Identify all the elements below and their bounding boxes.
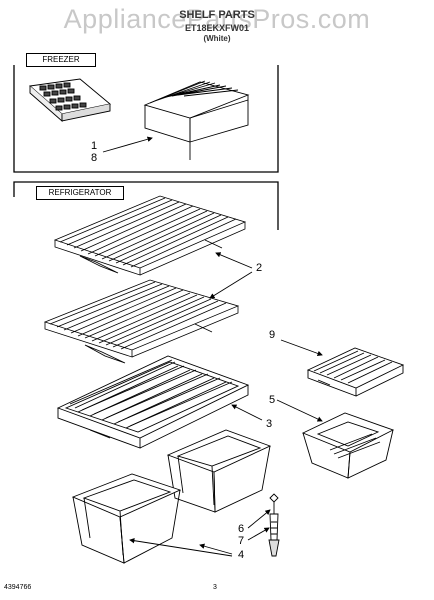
color-note: (White): [203, 34, 231, 43]
section-label-freezer: FREEZER: [26, 53, 96, 67]
leader-arrow: [231, 404, 263, 421]
crisper-cover: [56, 355, 250, 449]
section-label-refrigerator: REFRIGERATOR: [36, 186, 124, 200]
crisper-drawer-right: [166, 429, 272, 513]
crisper-drawer-left: [71, 473, 182, 564]
leader-arrow: [276, 399, 323, 422]
leader-arrow: [247, 509, 271, 529]
callout-5: 5: [269, 394, 276, 406]
freezer-shelf: [143, 80, 250, 160]
meat-pan: [301, 412, 395, 479]
leader-arrow: [129, 538, 233, 557]
leader-arrow: [280, 339, 323, 356]
leader-arrow: [247, 527, 270, 541]
page-number: 3: [213, 584, 217, 591]
callout-2: 2: [256, 262, 263, 274]
page-title: SHELF PARTS: [179, 9, 255, 21]
callout-1: 1: [91, 140, 98, 152]
leader-arrow: [209, 271, 253, 299]
watermark: AppliancePartsPros.com: [63, 4, 371, 34]
ice-cube-tray: [28, 78, 112, 122]
meat-pan-cover: [306, 347, 405, 397]
callout-3: 3: [266, 418, 273, 430]
wire-shelf-upper: [53, 195, 247, 276]
shelf-support-screw: [268, 493, 280, 557]
callout-4: 4: [238, 549, 245, 561]
callout-8: 8: [91, 152, 98, 164]
callout-6: 6: [238, 523, 245, 535]
leader-arrow: [215, 252, 253, 269]
model-number: ET18EKXFW01: [184, 23, 250, 33]
callout-7: 7: [238, 535, 245, 547]
leader-arrow: [199, 543, 233, 555]
refrigerator-section-frame: [13, 181, 279, 230]
callout-9: 9: [269, 329, 276, 341]
leader-arrow: [102, 136, 153, 153]
freezer-section-frame: [13, 65, 279, 173]
wire-shelf-lower: [43, 279, 240, 364]
document-number: 4394766: [4, 584, 32, 591]
